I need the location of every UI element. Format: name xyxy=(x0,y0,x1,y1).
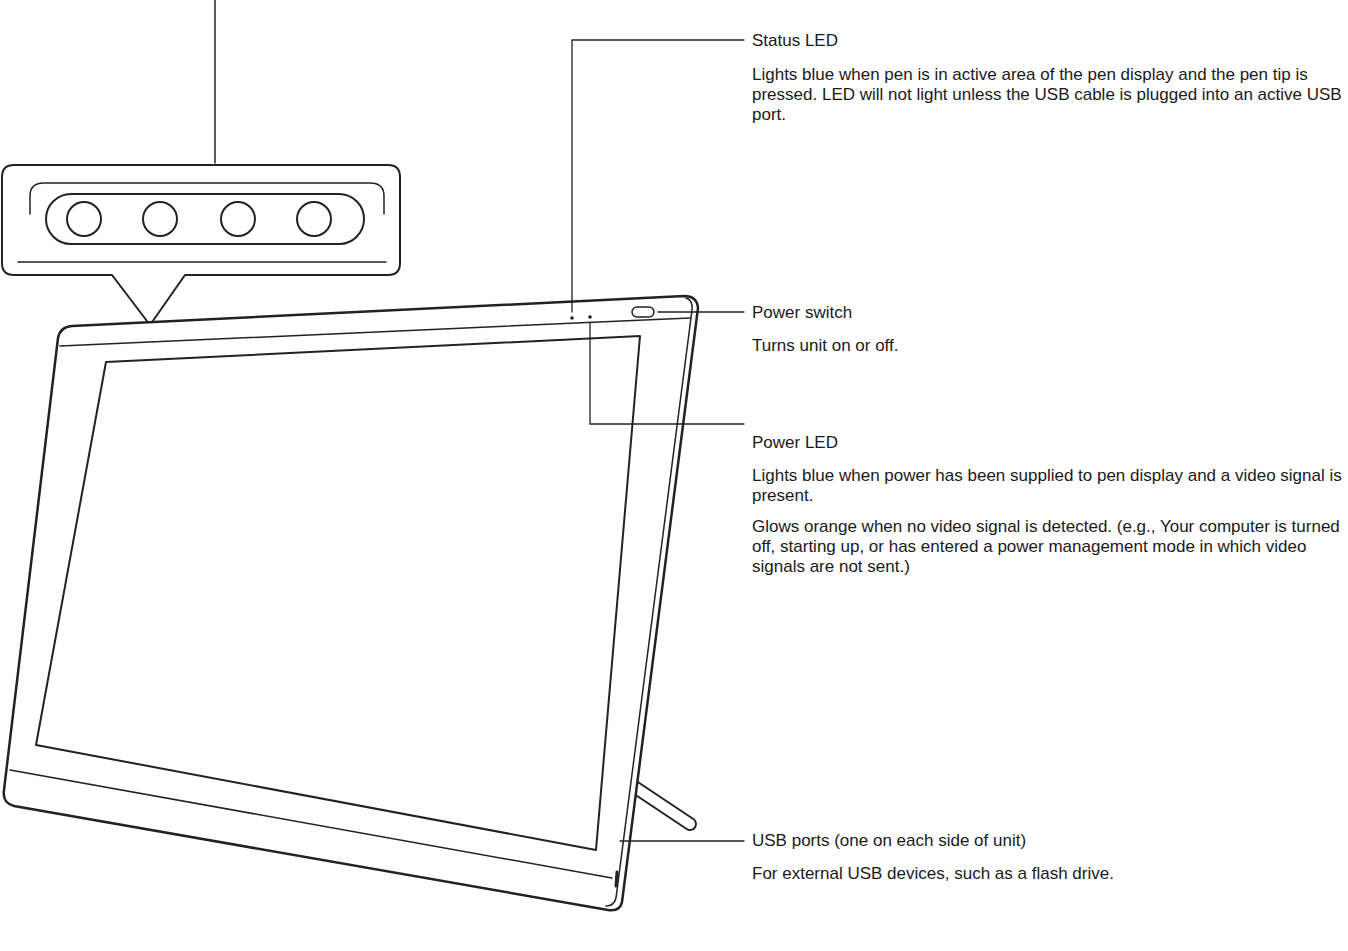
leader-line xyxy=(572,40,744,312)
part-description: Glows orange when no video signal is det… xyxy=(752,517,1344,577)
part-name: Status LED xyxy=(752,31,1344,51)
bezel-line xyxy=(18,261,386,263)
express-key-strip xyxy=(46,194,364,244)
screen xyxy=(36,336,640,850)
express-key xyxy=(221,202,255,236)
leader-line xyxy=(214,0,216,163)
power-switch xyxy=(632,307,654,317)
bracket xyxy=(30,183,384,214)
callout-bubble xyxy=(2,165,400,325)
part-name: USB ports (one on each side of unit) xyxy=(752,831,1344,851)
leader-line xyxy=(620,840,744,841)
bezel-line xyxy=(60,318,690,346)
express-key xyxy=(297,202,331,236)
bezel-line xyxy=(10,770,612,878)
part-name: Power switch xyxy=(752,303,1344,323)
part-description: For external USB devices, such as a flas… xyxy=(752,864,1344,884)
express-key xyxy=(67,202,101,236)
usb-port xyxy=(616,872,617,886)
body-edge xyxy=(606,298,692,906)
part-description: Lights blue when pen is in active area o… xyxy=(752,65,1344,125)
express-key xyxy=(143,202,177,236)
part-name: Power LED xyxy=(752,433,1344,453)
pen-display-body xyxy=(4,296,698,910)
leader-line xyxy=(590,323,744,424)
leader-line xyxy=(658,311,744,312)
power-led xyxy=(588,315,592,319)
part-description: Lights blue when power has been supplied… xyxy=(752,466,1344,506)
part-description: Turns unit on or off. xyxy=(752,336,1344,356)
status-led xyxy=(570,316,574,320)
